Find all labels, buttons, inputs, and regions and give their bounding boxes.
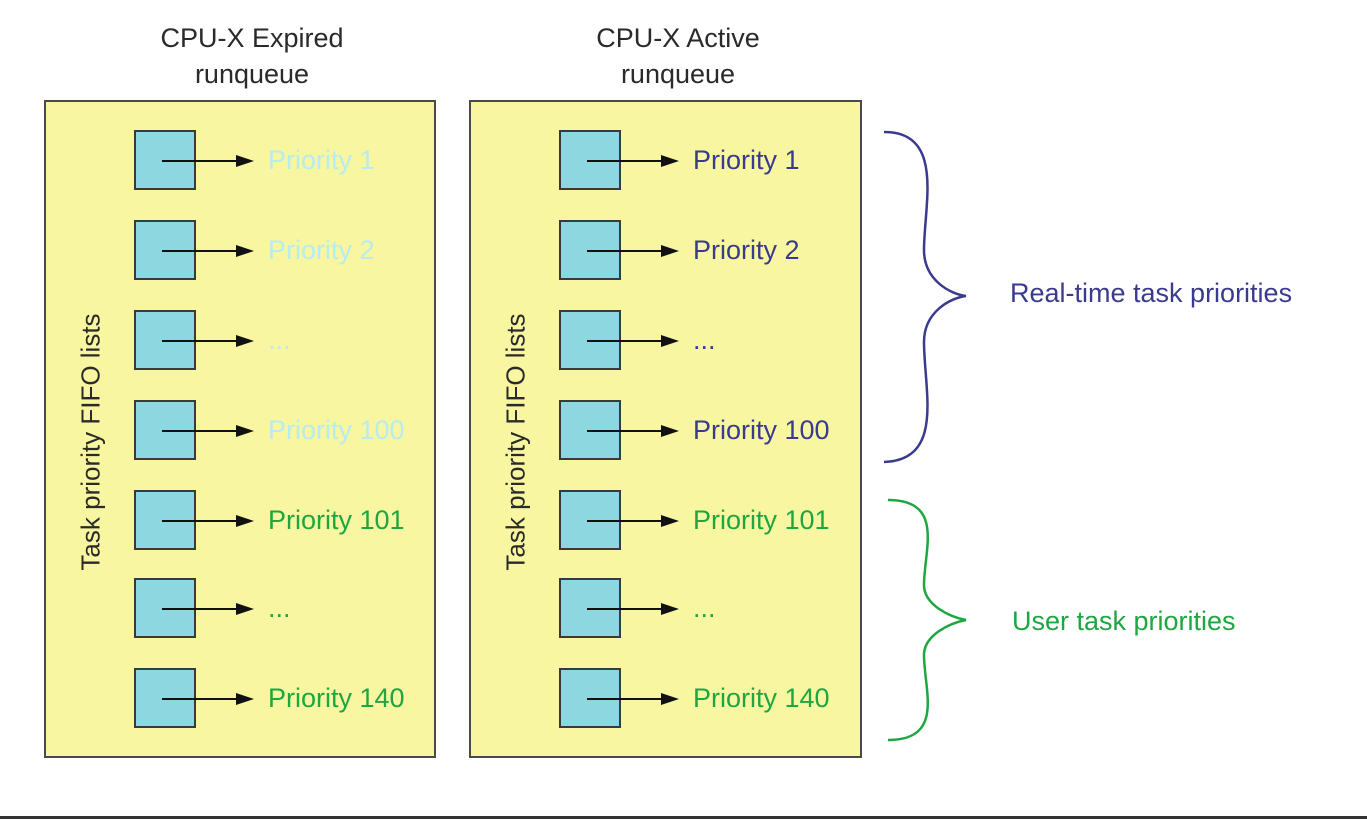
arrow-icon: [587, 425, 679, 437]
arrow-icon: [587, 335, 679, 347]
priority-label: Priority 100: [268, 415, 405, 445]
priority-label: Priority 2: [693, 235, 800, 265]
priority-label: Priority 140: [693, 683, 830, 713]
arrow-icon: [162, 693, 254, 705]
expired-runqueue-title: CPU-X Expired runqueue: [82, 20, 422, 92]
active-runqueue-title: CPU-X Active runqueue: [508, 20, 848, 92]
user-priorities-label: User task priorities: [1012, 606, 1236, 636]
arrow-icon: [587, 515, 679, 527]
priority-label: ...: [268, 593, 291, 623]
expired-title-line1: CPU-X Expired: [160, 23, 344, 53]
bottom-border: [0, 816, 1367, 819]
priority-label: ...: [693, 325, 716, 355]
expired-title-line2: runqueue: [194, 59, 310, 89]
priority-label: Priority 2: [268, 235, 375, 265]
priority-label: Priority 1: [693, 145, 800, 175]
arrow-icon: [162, 603, 254, 615]
arrow-icon: [587, 603, 679, 615]
arrow-icon: [162, 245, 254, 257]
priority-label: ...: [693, 593, 716, 623]
realtime-brace: [883, 130, 967, 464]
priority-label: Priority 100: [693, 415, 830, 445]
priority-label: Priority 101: [268, 505, 405, 535]
realtime-priorities-label: Real-time task priorities: [1010, 278, 1293, 308]
arrow-icon: [162, 515, 254, 527]
arrow-icon: [587, 245, 679, 257]
arrow-icon: [162, 155, 254, 167]
arrow-icon: [587, 693, 679, 705]
active-title-line1: CPU-X Active: [596, 23, 760, 53]
arrow-icon: [162, 335, 254, 347]
priority-label: Priority 140: [268, 683, 405, 713]
user-brace: [887, 498, 967, 742]
priority-label: Priority 1: [268, 145, 375, 175]
arrow-icon: [162, 425, 254, 437]
priority-label: ...: [268, 325, 291, 355]
active-title-line2: runqueue: [620, 59, 736, 89]
priority-label: Priority 101: [693, 505, 830, 535]
arrow-icon: [587, 155, 679, 167]
